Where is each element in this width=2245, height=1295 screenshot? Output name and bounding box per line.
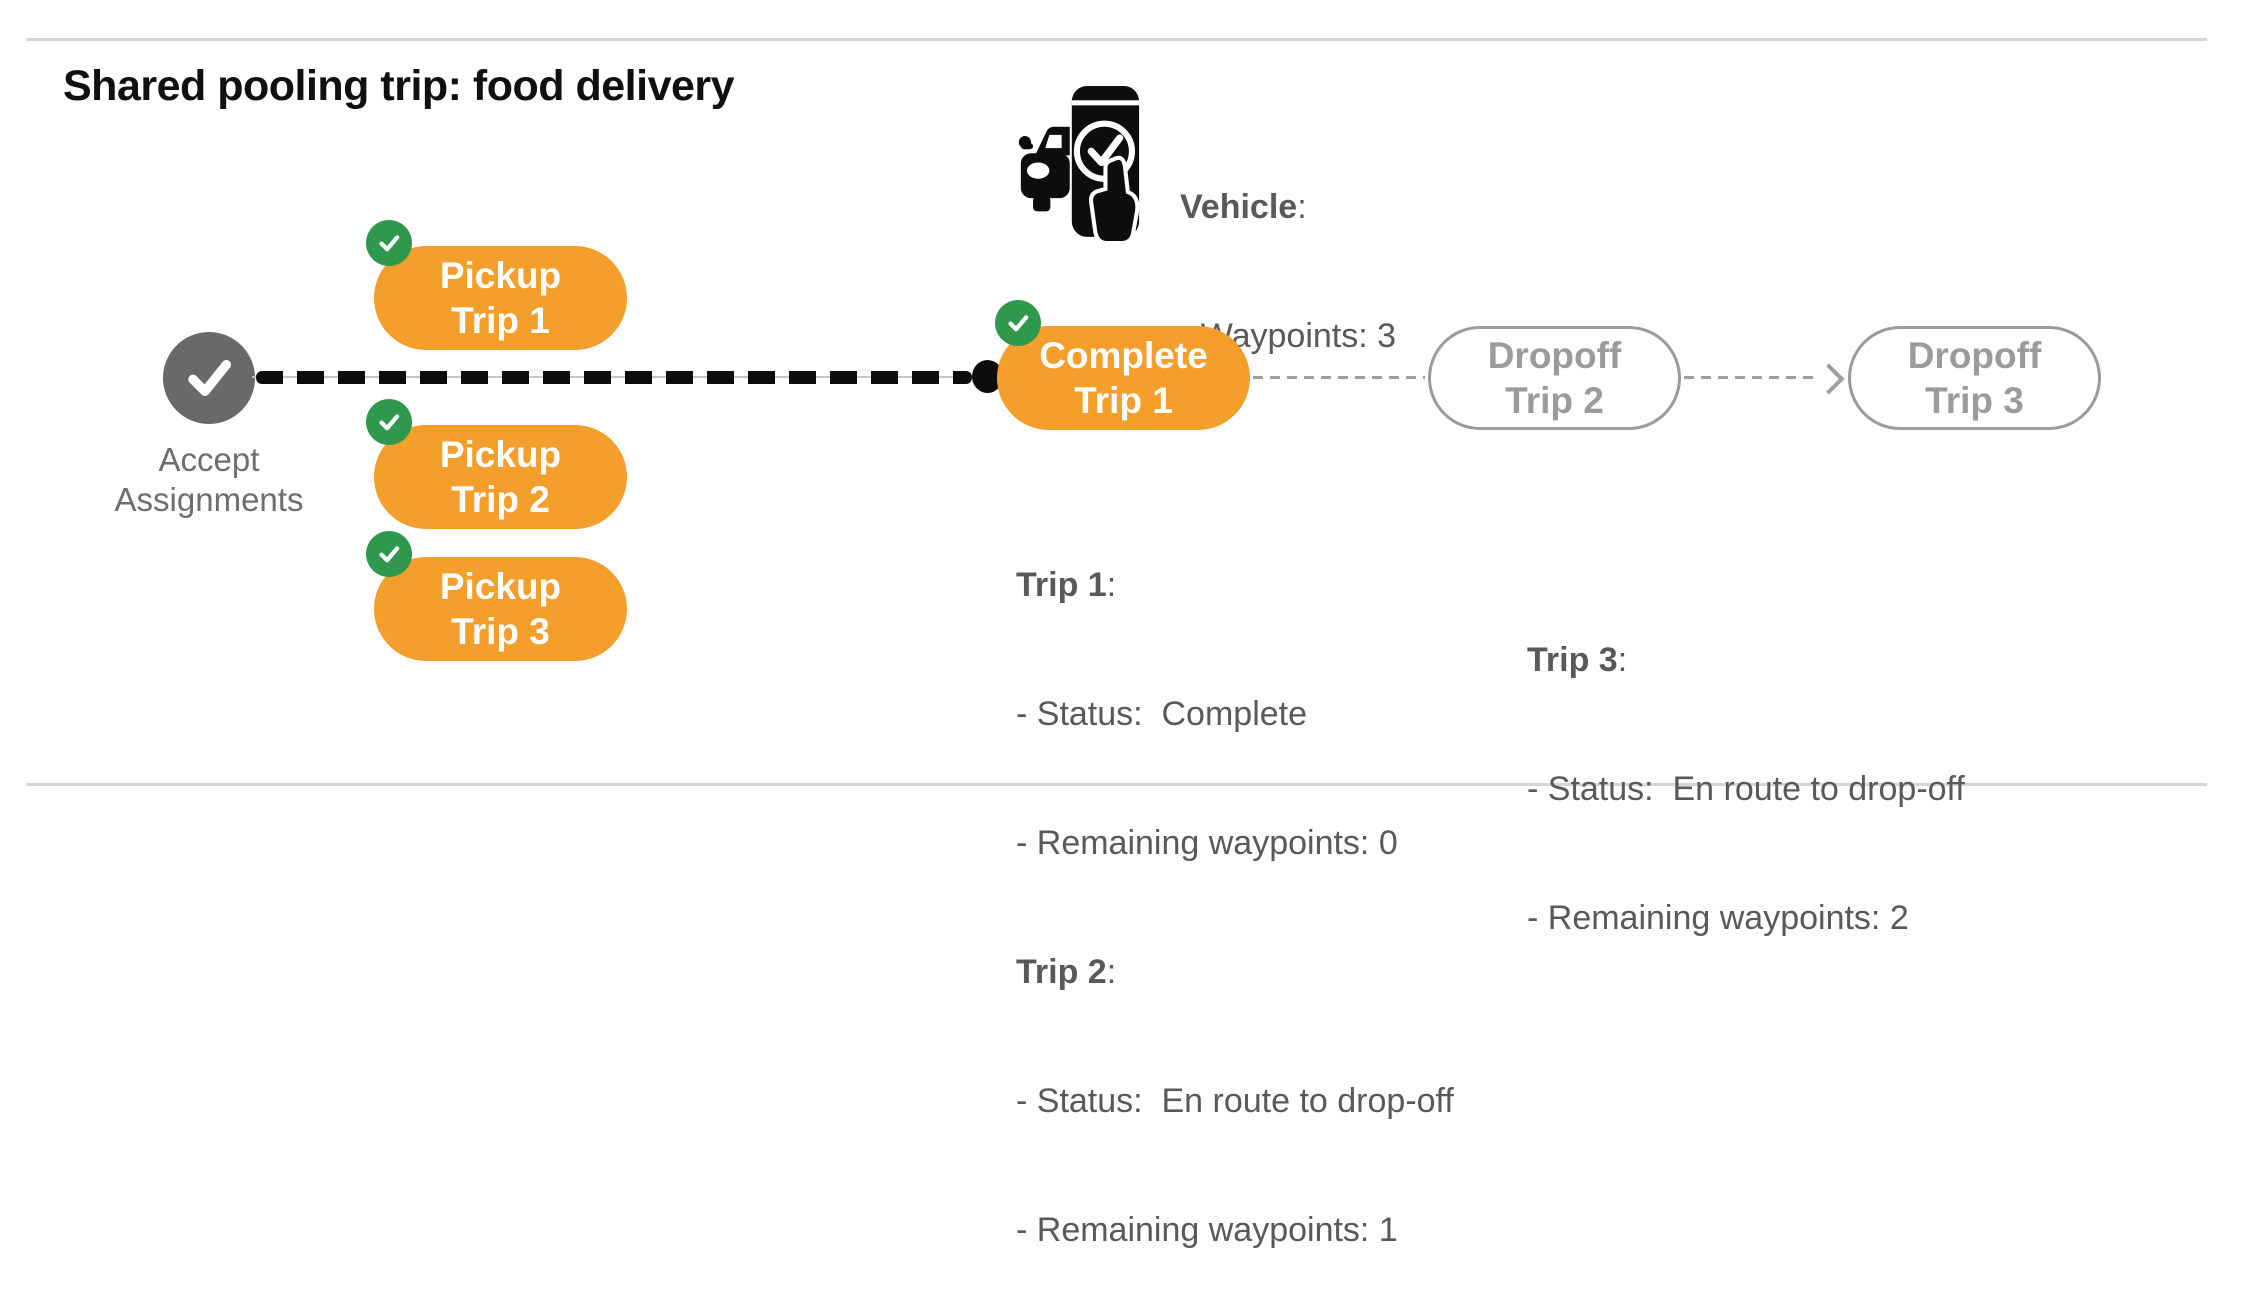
node-complete-trip-1: Complete Trip 1: [995, 300, 1250, 430]
node-dropoff-trip-2: Dropoff Trip 2: [1428, 326, 1681, 430]
node-label: Trip 1: [451, 300, 550, 341]
status-block-trip-3: Trip 3: - Status: En route to drop-off -…: [1527, 553, 1965, 983]
node-pickup-trip-3: Pickup Trip 3: [366, 531, 627, 661]
trip-1-waypoints: - Remaining waypoints: 0: [1016, 824, 1398, 862]
check-icon: [188, 360, 231, 396]
node-label: Complete: [1039, 335, 1208, 376]
trip-2-waypoints: - Remaining waypoints: 1: [1016, 1211, 1398, 1249]
accept-assignments-node: [163, 332, 255, 424]
node-label: Trip 3: [1925, 380, 2024, 421]
connector-dashed: [1253, 376, 1425, 379]
node-label: Trip 2: [451, 479, 550, 520]
check-icon: [379, 235, 400, 252]
done-badge: [366, 531, 412, 577]
connector-dashed: [1684, 376, 1820, 379]
route-dashed-line: [256, 371, 972, 384]
done-badge: [366, 399, 412, 445]
bottom-divider: [26, 783, 2207, 786]
top-divider: [26, 38, 2207, 41]
node-label: Pickup: [439, 255, 562, 296]
trip-1-status: - Status: Complete: [1016, 695, 1308, 733]
check-icon: [1008, 315, 1029, 332]
trip-3-status: - Status: En route to drop-off: [1527, 770, 1965, 808]
node-dropoff-trip-3: Dropoff Trip 3: [1848, 326, 2101, 430]
node-label: Trip 1: [1074, 380, 1173, 421]
trip-3-heading: Trip 3:: [1527, 641, 1628, 679]
check-icon: [379, 546, 400, 563]
vehicle-caption-heading: Vehicle:: [1180, 188, 1307, 226]
accept-assignments-label: Accept Assignments: [114, 441, 304, 518]
node-label: Dropoff: [1907, 335, 2042, 376]
node-label: Pickup: [439, 566, 562, 607]
node-label: Dropoff: [1487, 335, 1622, 376]
node-label: Pickup: [439, 434, 562, 475]
done-badge: [995, 300, 1041, 346]
status-block-trips-1-2: Trip 1: - Status: Complete - Remaining w…: [1016, 478, 1454, 1295]
node-label: Trip 2: [1505, 380, 1604, 421]
trip-2-status: - Status: En route to drop-off: [1016, 1082, 1454, 1120]
vehicle-phone-check-icon: [1018, 86, 1140, 244]
node-label: Trip 3: [451, 611, 550, 652]
trip-3-waypoints: - Remaining waypoints: 2: [1527, 899, 1909, 937]
page-title: Shared pooling trip: food delivery: [63, 62, 735, 110]
trip-1-heading: Trip 1:: [1016, 566, 1117, 604]
node-pickup-trip-1: Pickup Trip 1: [366, 220, 627, 350]
trip-2-heading: Trip 2:: [1016, 953, 1117, 991]
node-pickup-trip-2: Pickup Trip 2: [366, 399, 627, 529]
arrowhead-icon: [1813, 363, 1845, 395]
check-icon: [379, 414, 400, 431]
done-badge: [366, 220, 412, 266]
